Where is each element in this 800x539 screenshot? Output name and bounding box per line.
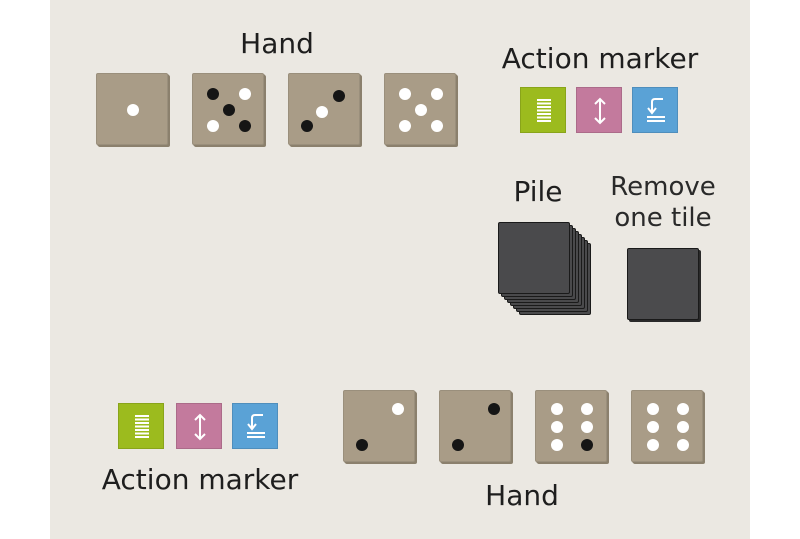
hand-label-bottom: Hand (485, 479, 559, 512)
swap-marker-bottom[interactable] (176, 403, 222, 449)
pile-top-tile (498, 222, 570, 294)
stack-lines-icon (537, 99, 551, 122)
tile-two-black[interactable] (439, 390, 511, 462)
white-pip (127, 104, 139, 116)
stack-lines-icon (135, 415, 149, 438)
return-to-stack-icon (647, 98, 665, 122)
action-marker-label-bottom: Action marker (101, 463, 299, 496)
white-pip (551, 421, 563, 433)
black-pip (333, 90, 345, 102)
removed-tile[interactable] (627, 248, 699, 320)
white-pip (239, 88, 251, 100)
swap-marker-top[interactable] (576, 87, 622, 133)
white-pip (207, 120, 219, 132)
black-pip (488, 403, 500, 415)
black-pip (356, 439, 368, 451)
tile-two-mixed[interactable] (343, 390, 415, 462)
white-pip (431, 88, 443, 100)
stack-marker-bottom[interactable] (118, 403, 164, 449)
tile-six-white[interactable] (631, 390, 703, 462)
white-pip (392, 403, 404, 415)
tile-one-white[interactable] (96, 73, 168, 145)
black-pip (452, 439, 464, 451)
black-pip (239, 120, 251, 132)
white-pip (399, 88, 411, 100)
white-pip (415, 104, 427, 116)
tile-five-mixed[interactable] (192, 73, 264, 145)
white-pip (581, 421, 593, 433)
white-pip (677, 439, 689, 451)
tile-six-mixed[interactable] (535, 390, 607, 462)
action-marker-label-top: Action marker (501, 42, 699, 75)
return-to-stack-icon (247, 414, 265, 438)
white-pip (647, 403, 659, 415)
white-pip (399, 120, 411, 132)
white-pip (677, 421, 689, 433)
tile-three-mixed[interactable] (288, 73, 360, 145)
remove-one-tile-label: Remove one tile (610, 172, 716, 233)
white-pip (551, 403, 563, 415)
white-pip (677, 403, 689, 415)
black-pip (581, 439, 593, 451)
up-down-arrow-icon (594, 97, 606, 125)
tile-five-white[interactable] (384, 73, 456, 145)
white-pip (581, 403, 593, 415)
return-marker-top[interactable] (632, 87, 678, 133)
black-pip (207, 88, 219, 100)
white-pip (551, 439, 563, 451)
black-pip (301, 120, 313, 132)
hand-label-top: Hand (240, 27, 314, 60)
black-pip (223, 104, 235, 116)
white-pip (647, 421, 659, 433)
white-pip (647, 439, 659, 451)
stack-marker-top[interactable] (520, 87, 566, 133)
return-marker-bottom[interactable] (232, 403, 278, 449)
white-pip (316, 106, 328, 118)
pile-label: Pile (513, 175, 563, 208)
up-down-arrow-icon (194, 413, 206, 441)
white-pip (431, 120, 443, 132)
